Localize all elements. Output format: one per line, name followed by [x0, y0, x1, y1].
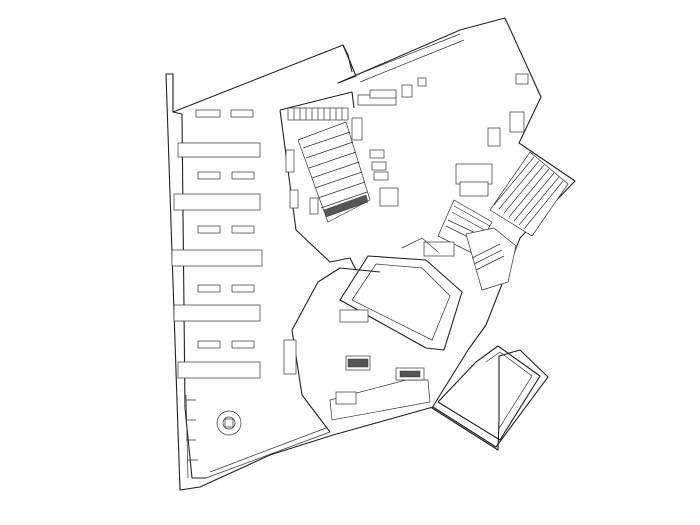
fountain-icon — [216, 410, 242, 436]
parking-row — [177, 361, 261, 379]
seat-row — [287, 107, 349, 121]
parking-marker — [231, 171, 255, 180]
bench — [339, 309, 369, 323]
parking-marker — [195, 109, 221, 118]
parking-marker — [231, 284, 255, 293]
lecture-room — [423, 199, 517, 291]
pool-room — [283, 267, 381, 433]
front-desk — [357, 77, 427, 106]
central-hall — [339, 237, 463, 351]
parking-row — [177, 142, 261, 158]
outer-walls — [165, 17, 576, 491]
counter — [289, 189, 299, 209]
sofa — [335, 391, 357, 405]
fixture — [487, 127, 501, 147]
north-corridor — [353, 33, 529, 147]
desk-cluster — [351, 117, 399, 207]
parking-marker — [197, 225, 221, 234]
dining-hall — [279, 77, 427, 271]
parking-row — [171, 249, 263, 267]
podium — [423, 241, 455, 257]
parking-row — [173, 193, 261, 211]
fixture — [515, 73, 529, 85]
counter — [283, 339, 297, 375]
fixture — [509, 111, 525, 133]
south-lounge — [329, 367, 431, 421]
parking-hall — [171, 109, 331, 479]
parking-marker — [230, 109, 254, 118]
stair-block — [455, 151, 569, 237]
parking-marker — [231, 340, 255, 349]
counter — [285, 149, 295, 173]
kiosk — [455, 163, 493, 185]
long-table-block — [297, 121, 371, 223]
sofa-cushion — [399, 370, 421, 378]
parking-marker — [231, 225, 255, 234]
parking-marker — [197, 284, 221, 293]
kiosk — [459, 181, 489, 197]
parking-row — [173, 304, 261, 322]
parking-marker — [197, 340, 221, 349]
pool-table — [345, 355, 371, 371]
parking-marker — [197, 171, 221, 180]
counter — [309, 197, 319, 215]
east-annex — [437, 345, 541, 441]
